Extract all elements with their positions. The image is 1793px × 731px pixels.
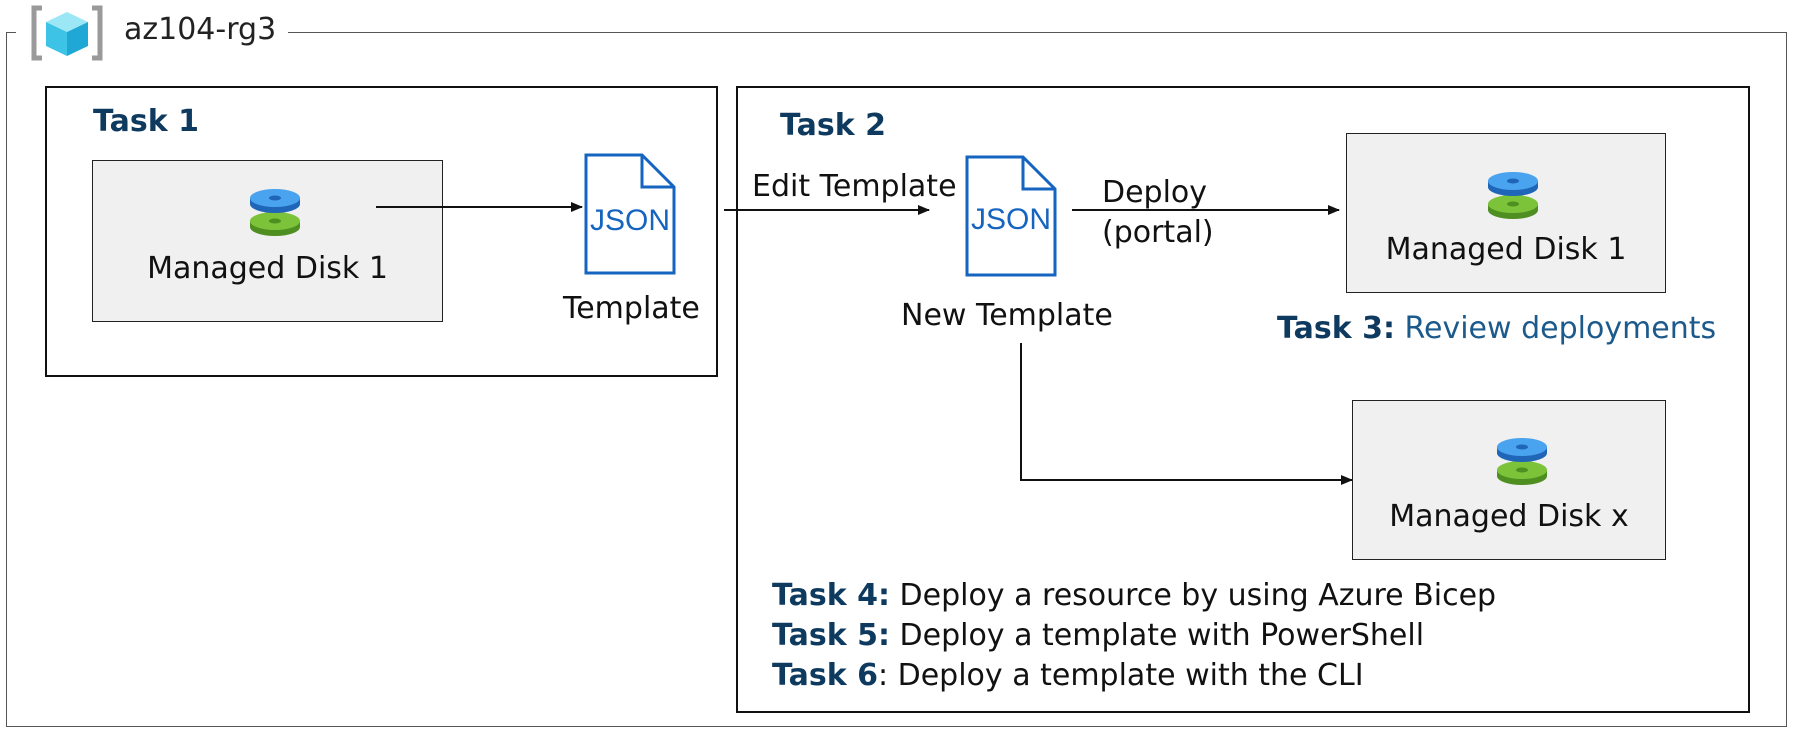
deploy-label-line2: (portal) — [1102, 215, 1214, 250]
resource-group-frame-top-right — [288, 32, 1787, 33]
managed-disk-icon — [1497, 438, 1547, 485]
task1-json-text: JSON — [590, 204, 670, 237]
task1-title: Task 1 — [93, 104, 199, 139]
task1-doc-label: Template — [563, 291, 700, 326]
task2-disk1-box: Managed Disk 1 — [1346, 133, 1666, 293]
task2-json-text: JSON — [971, 203, 1051, 236]
task5-text: Deploy a template with PowerShell — [899, 618, 1425, 653]
task5-line: Task 5: Deploy a template with PowerShel… — [772, 618, 1424, 653]
task3-prefix: Task 3: — [1277, 311, 1395, 346]
task2-doc-label: New Template — [901, 298, 1113, 333]
task1-disk-box: Managed Disk 1 — [92, 160, 443, 322]
task1-disk-label: Managed Disk 1 — [147, 251, 388, 286]
managed-disk-icon — [250, 189, 300, 236]
task3-line: Task 3: Review deployments — [1277, 311, 1716, 346]
task2-diskx-label: Managed Disk x — [1389, 499, 1629, 534]
task6-prefix: Task 6 — [772, 658, 878, 693]
task5-prefix: Task 5: — [772, 618, 890, 653]
task2-disk1-label: Managed Disk 1 — [1385, 232, 1627, 267]
managed-disk-icon — [1488, 172, 1538, 219]
task2-box — [736, 86, 1750, 713]
resource-group-name: az104-rg3 — [124, 12, 277, 47]
task2-diskx-box: Managed Disk x — [1352, 400, 1666, 560]
json-template-icon: JSON — [584, 153, 676, 275]
task3-text: Review deployments — [1404, 311, 1717, 346]
task4-line: Task 4: Deploy a resource by using Azure… — [772, 578, 1496, 613]
resource-group-frame-top-left — [6, 32, 16, 33]
task6-line: Task 6: Deploy a template with the CLI — [772, 658, 1364, 693]
arrow-deploy-disk-x — [1020, 343, 1353, 485]
edit-template-label: Edit Template — [752, 169, 957, 204]
task4-prefix: Task 4: — [772, 578, 890, 613]
resource-group-frame — [6, 33, 1787, 727]
deploy-label-line1: Deploy — [1102, 175, 1208, 210]
task4-text: Deploy a resource by using Azure Bicep — [899, 578, 1497, 613]
task2-title: Task 2 — [780, 108, 886, 143]
resource-group-icon — [31, 5, 103, 61]
task6-text: : Deploy a template with the CLI — [877, 658, 1364, 693]
json-new-template-icon: JSON — [965, 155, 1057, 277]
